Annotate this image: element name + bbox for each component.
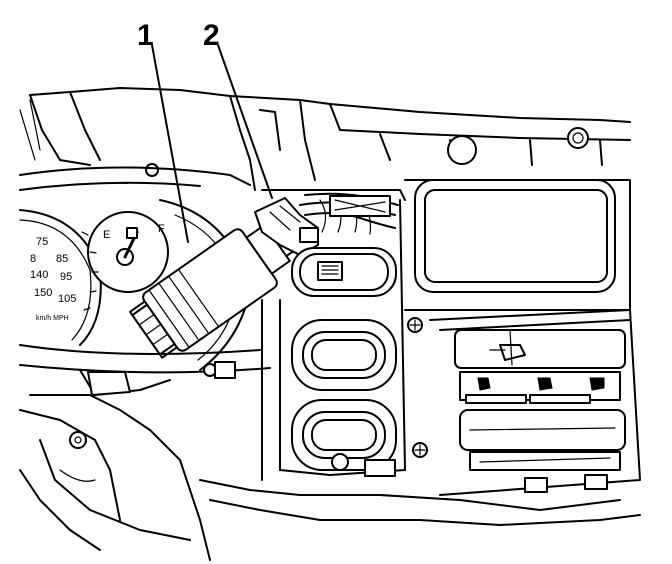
fuel-full-label: F <box>158 223 165 235</box>
callout-1-label: 1 <box>137 19 154 52</box>
cluster-screw <box>145 163 159 177</box>
upper-dash-frame <box>19 87 631 191</box>
fuel-empty-label: E <box>103 229 110 241</box>
radio-display <box>404 179 631 311</box>
wiring-harness <box>299 192 399 235</box>
column-bracket <box>87 371 131 396</box>
column-bolt <box>69 431 87 449</box>
speed-number: 150 <box>34 287 52 299</box>
dash-screw <box>567 127 589 149</box>
speed-number: 85 <box>56 253 68 265</box>
callout-1-leader <box>151 44 189 243</box>
speed-number: 105 <box>58 293 76 305</box>
hvac-controls <box>429 309 641 496</box>
dash-knob <box>447 135 477 165</box>
connector-2 <box>254 197 319 256</box>
callout-2-leader <box>217 44 273 199</box>
rear-defog-switch <box>317 261 343 281</box>
speed-units-label: km/h MPH <box>36 315 69 322</box>
speed-number: 140 <box>30 269 48 281</box>
center-panel <box>261 189 428 481</box>
vent-face-icon <box>477 377 491 391</box>
callout-2-label: 2 <box>203 19 220 52</box>
connector-1 <box>129 220 298 359</box>
speed-number: 75 <box>36 236 48 248</box>
speed-number: 95 <box>60 271 72 283</box>
speed-number: 8 <box>30 253 36 265</box>
lower-dash <box>19 361 641 561</box>
vent-defrost-icon <box>589 377 605 391</box>
panel-screw <box>331 453 349 471</box>
vent-floor-icon <box>537 377 553 391</box>
hvac-knob <box>499 344 526 361</box>
